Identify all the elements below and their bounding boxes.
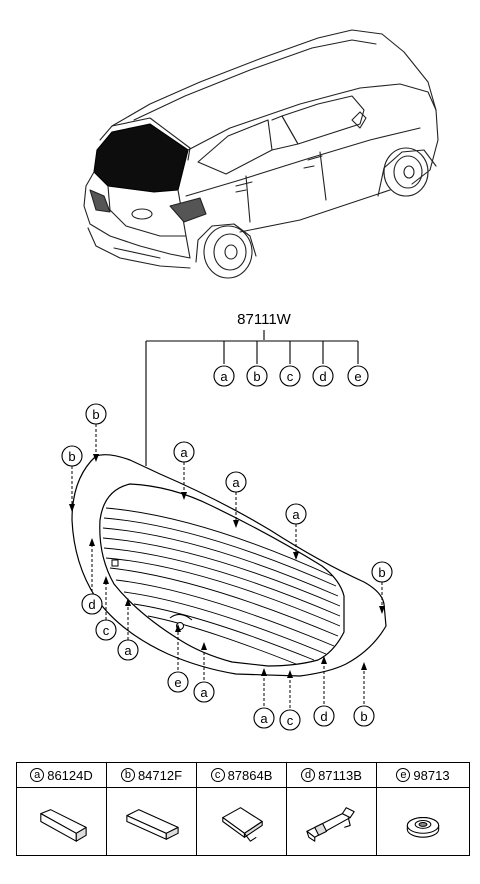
legend-image-c <box>197 788 287 855</box>
bracket-icon <box>306 807 355 842</box>
legend-header-a: a 86124D <box>17 763 107 788</box>
legend-image-d <box>287 788 377 855</box>
callout-top-a3: a <box>285 503 307 525</box>
legend-letter: c <box>210 768 225 782</box>
callout-leaders <box>71 424 383 708</box>
wiper-bump <box>169 614 193 621</box>
callout-top-a2: a <box>225 471 247 493</box>
callout-left-d: d <box>81 593 103 615</box>
svg-text:a: a <box>260 711 268 726</box>
svg-text:c: c <box>103 623 110 638</box>
callout-bottom-a2: a <box>253 707 275 729</box>
legend-part-number: 84712F <box>137 767 183 783</box>
terminal-left <box>111 559 119 567</box>
callout-bottom-d: d <box>313 705 335 727</box>
callout-bottom-a1: a <box>193 681 215 703</box>
callout-left-a: a <box>117 639 139 661</box>
legend-header-d: d 87113B <box>287 763 377 788</box>
header-callout-a: a <box>213 365 235 387</box>
header-callout-d: d <box>312 365 334 387</box>
callout-left-b: b <box>61 445 83 467</box>
legend-part-number: 86124D <box>47 767 93 783</box>
svg-text:c: c <box>287 369 294 384</box>
svg-text:a: a <box>180 445 188 460</box>
arrow-heads <box>69 454 385 678</box>
callout-bottom-c: c <box>279 709 301 731</box>
header-callout-e: e <box>347 365 369 387</box>
legend-letter: a <box>30 768 45 782</box>
legend-header-e: e 98713 <box>377 763 469 788</box>
strip-pad-icon <box>126 809 179 840</box>
legend-letter: e <box>396 768 411 782</box>
legend-image-e <box>377 788 469 855</box>
svg-text:d: d <box>320 709 327 724</box>
callout-top-left-b: b <box>85 403 107 425</box>
legend-image-b <box>107 788 197 855</box>
svg-text:e: e <box>354 369 361 384</box>
pad-block-icon <box>40 809 87 842</box>
legend-letter: d <box>301 768 316 782</box>
back-glass-outline <box>71 454 387 677</box>
header-callout-b: b <box>246 365 268 387</box>
callout-bottom-e: e <box>167 671 189 693</box>
svg-text:a: a <box>124 643 132 658</box>
svg-text:e: e <box>174 675 181 690</box>
header-callout-c: c <box>279 365 301 387</box>
parts-legend-table: a 86124D b 84712F c 87864B d 87113B e 98… <box>16 762 470 856</box>
legend-header-c: c 87864B <box>197 763 287 788</box>
assembly-leaders <box>145 330 359 466</box>
rear-glass-highlight <box>93 123 189 193</box>
defroster-lines <box>102 507 341 665</box>
svg-text:d: d <box>88 597 95 612</box>
svg-text:d: d <box>319 369 326 384</box>
legend-image-a <box>17 788 107 855</box>
legend-header-b: b 84712F <box>107 763 197 788</box>
legend-part-number: 87113B <box>318 767 362 783</box>
grommet-icon <box>406 817 440 838</box>
legend-part-number: 98713 <box>413 767 450 783</box>
svg-text:a: a <box>220 369 228 384</box>
callout-top-a1: a <box>173 441 195 463</box>
svg-text:c: c <box>287 713 294 728</box>
callout-bottom-b: b <box>353 705 375 727</box>
legend-letter: b <box>120 768 135 782</box>
svg-text:b: b <box>253 369 260 384</box>
vehicle-illustration <box>83 29 439 279</box>
callout-left-c: c <box>95 619 117 641</box>
svg-text:a: a <box>200 685 208 700</box>
svg-text:a: a <box>292 507 300 522</box>
svg-text:b: b <box>360 709 367 724</box>
tab-clip-icon <box>222 807 263 842</box>
callout-right-b: b <box>371 561 393 583</box>
svg-text:b: b <box>378 565 385 580</box>
svg-text:a: a <box>232 475 240 490</box>
svg-text:b: b <box>68 449 75 464</box>
legend-part-number: 87864B <box>227 767 273 783</box>
svg-text:b: b <box>92 407 99 422</box>
assembly-part-number: 87111W <box>237 311 291 328</box>
